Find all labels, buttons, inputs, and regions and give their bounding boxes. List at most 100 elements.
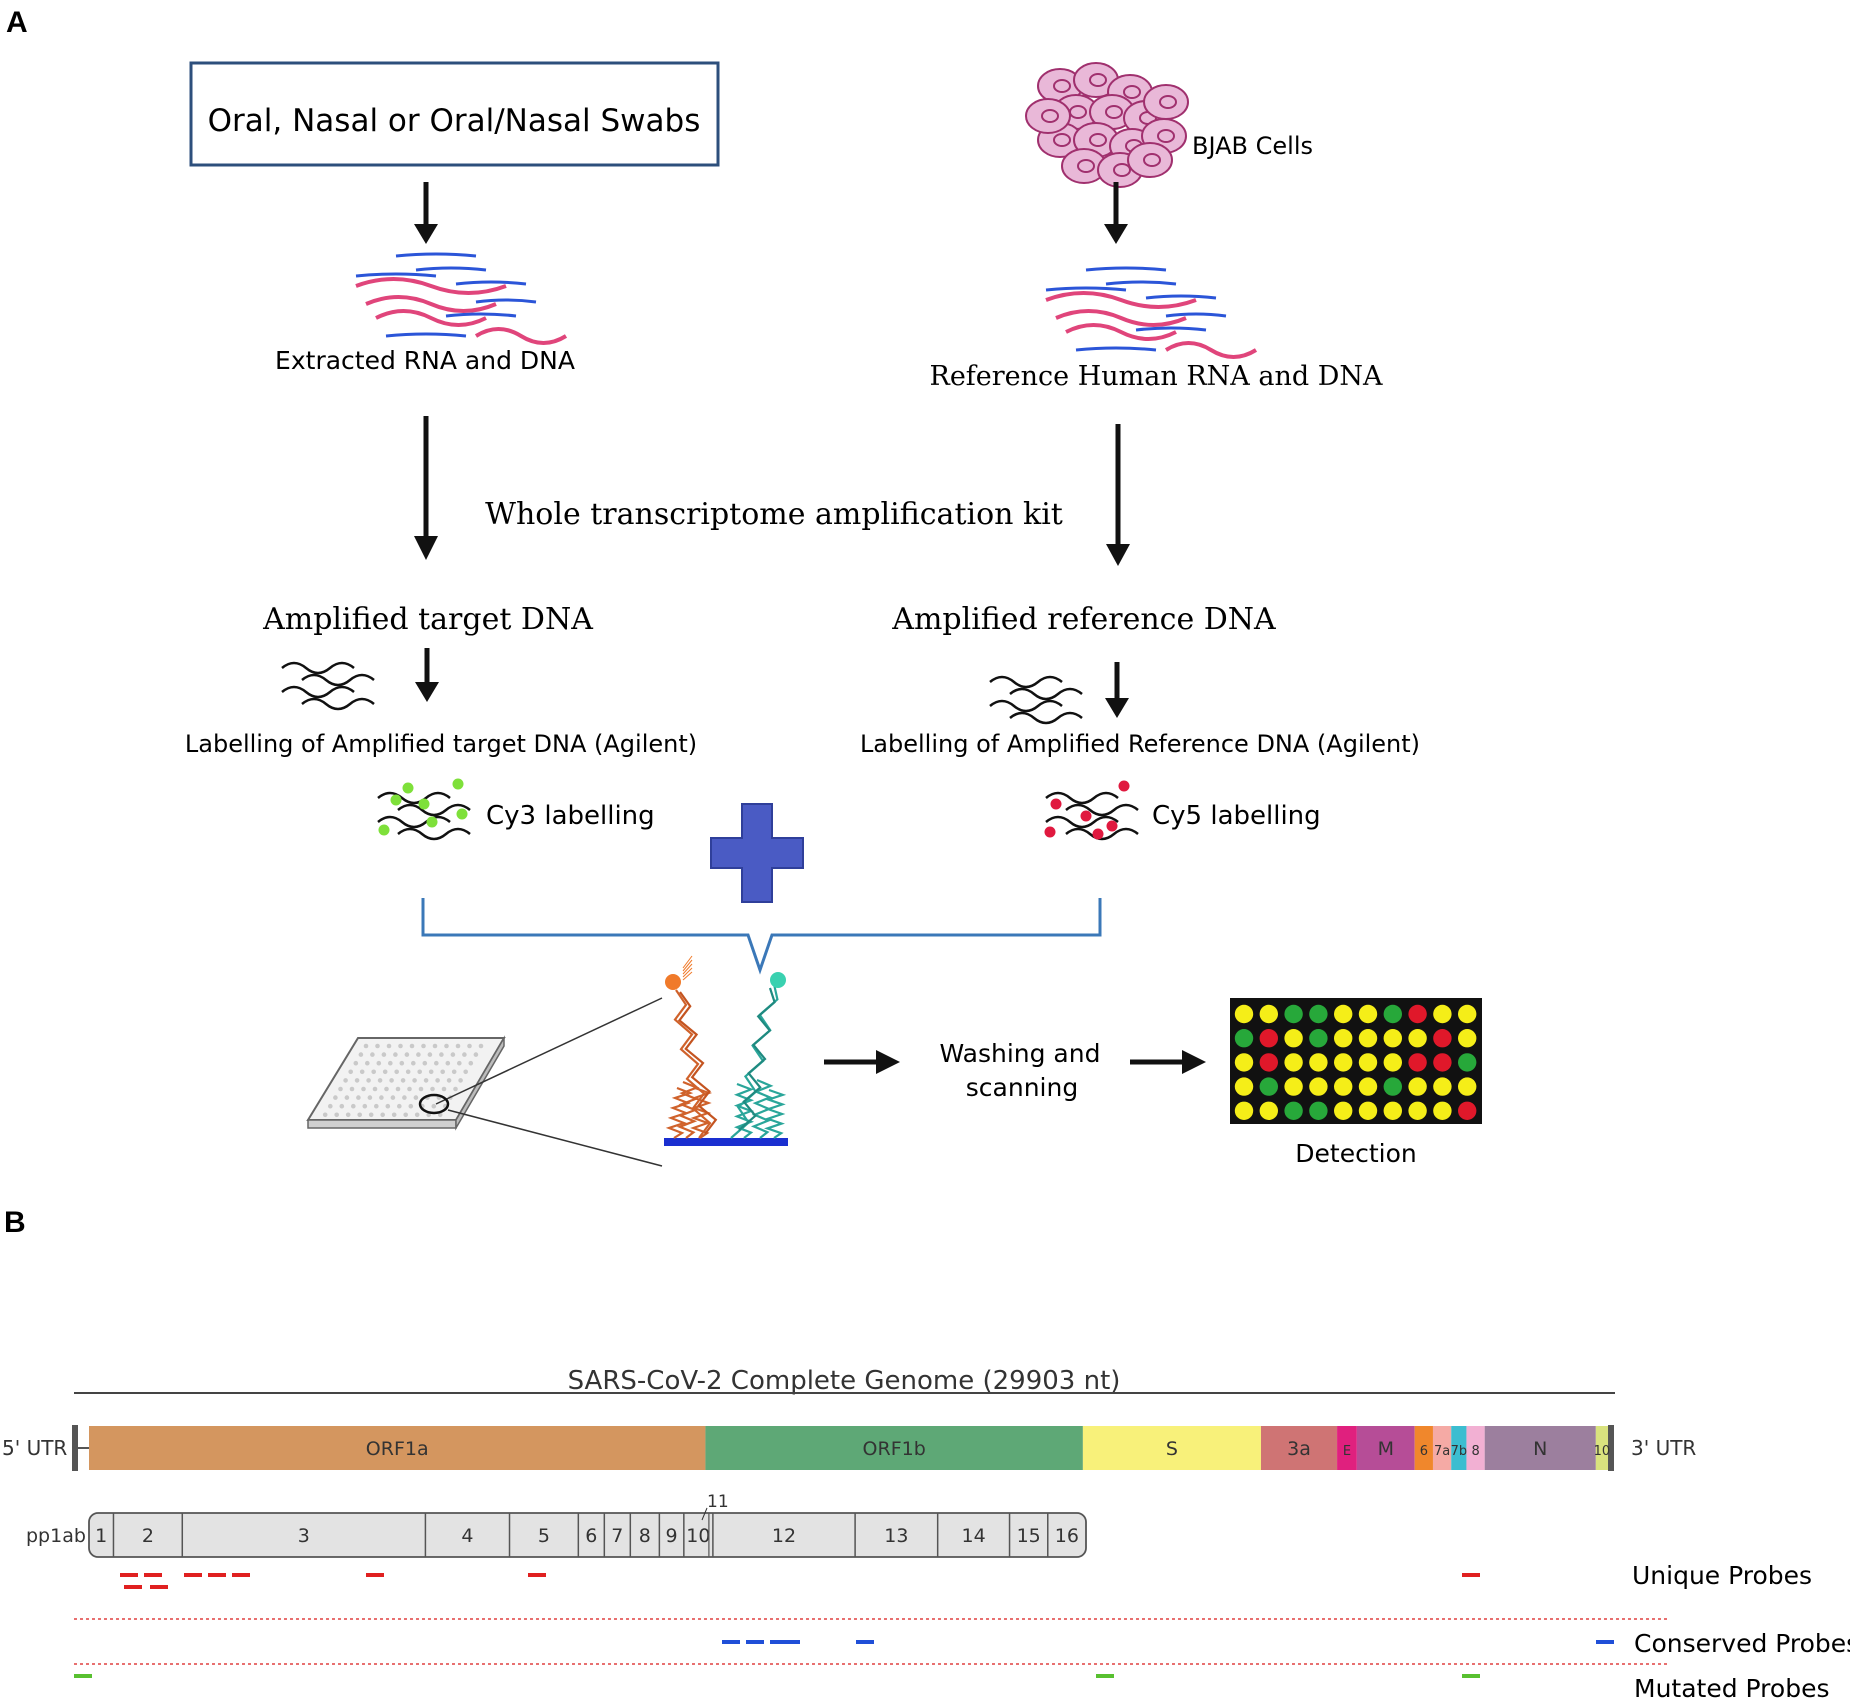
helix-strand bbox=[677, 991, 718, 1135]
array-spot-yellow bbox=[1358, 1053, 1378, 1072]
gene-6 bbox=[1414, 1426, 1433, 1470]
array-spot-green bbox=[1259, 1077, 1279, 1096]
slide-spot bbox=[468, 1060, 474, 1066]
slide-spot bbox=[408, 1103, 414, 1109]
slide-spot bbox=[451, 1069, 457, 1075]
slide-spot bbox=[361, 1086, 366, 1092]
slide-spot bbox=[351, 1103, 356, 1109]
gene-ORF1a bbox=[89, 1426, 706, 1470]
array-spot-yellow bbox=[1284, 1077, 1303, 1096]
labelling-target-label: Labelling of Amplified target DNA (Agile… bbox=[185, 730, 697, 758]
slide-spot bbox=[386, 1043, 392, 1049]
nsp-label-14: 14 bbox=[962, 1525, 986, 1547]
slide-spot bbox=[405, 1069, 411, 1075]
array-spot-yellow bbox=[1234, 1004, 1254, 1024]
gene-7b bbox=[1451, 1426, 1467, 1470]
slide-spot bbox=[404, 1052, 410, 1057]
slide-spot bbox=[334, 1112, 340, 1118]
slide-spot bbox=[441, 1086, 447, 1092]
nsp-label-16: 16 bbox=[1055, 1525, 1079, 1547]
slide-spot bbox=[430, 1086, 435, 1092]
arrow-to-washing bbox=[824, 1050, 900, 1074]
dna-strand bbox=[395, 252, 477, 258]
conserved-probes-label: Conserved Probes bbox=[1634, 1629, 1850, 1658]
nsp-label-3: 3 bbox=[298, 1525, 310, 1547]
dna-strand bbox=[355, 272, 437, 278]
dna-wave bbox=[377, 815, 451, 829]
cell-nucleus bbox=[1157, 129, 1175, 143]
array-spot-yellow bbox=[1358, 1101, 1378, 1121]
slide-spot bbox=[478, 1043, 484, 1049]
rna-strand bbox=[1055, 309, 1187, 327]
pp1ab-label: pp1ab bbox=[26, 1525, 86, 1547]
slide-spot bbox=[322, 1112, 328, 1118]
glow-ray bbox=[682, 963, 693, 975]
slide-spot bbox=[357, 1112, 363, 1118]
nsp-label-1: 1 bbox=[95, 1525, 107, 1547]
slide-spot bbox=[463, 1069, 469, 1075]
dye-dot bbox=[1080, 810, 1092, 822]
mutated-probes-label: Mutated Probes bbox=[1634, 1674, 1829, 1703]
slide-spot bbox=[450, 1052, 456, 1057]
slide-spot bbox=[458, 1078, 463, 1083]
rna-dna-strands-icon-left bbox=[355, 252, 568, 345]
glow-ray bbox=[682, 971, 693, 981]
cell-nucleus bbox=[1089, 133, 1107, 147]
conserved-probes-row bbox=[722, 1640, 1614, 1644]
gene-E bbox=[1337, 1426, 1357, 1470]
slide-spot bbox=[390, 1095, 396, 1100]
slide-spot bbox=[391, 1112, 397, 1118]
slide-spot bbox=[413, 1095, 419, 1100]
slide-spot bbox=[432, 1043, 438, 1049]
dna-wave bbox=[377, 791, 451, 805]
array-spot-green bbox=[1383, 1004, 1403, 1024]
cell-nucleus bbox=[1113, 163, 1131, 177]
slide-spot bbox=[446, 1078, 452, 1083]
slide-spot bbox=[371, 1069, 377, 1075]
cy5-label: Cy5 labelling bbox=[1152, 801, 1321, 831]
slide-spot bbox=[345, 1112, 351, 1118]
slide-spot bbox=[377, 1078, 383, 1083]
gene-label-S: S bbox=[1166, 1438, 1178, 1460]
array-spot-red bbox=[1259, 1029, 1279, 1048]
gene-M bbox=[1356, 1426, 1415, 1470]
array-spot-green bbox=[1309, 1029, 1328, 1048]
nsp-label-15: 15 bbox=[1017, 1525, 1041, 1547]
unique-probe bbox=[1462, 1573, 1480, 1577]
array-spot-yellow bbox=[1458, 1029, 1477, 1048]
array-spot-yellow bbox=[1234, 1077, 1254, 1096]
cy5-labelled-dna-icon bbox=[1044, 780, 1139, 841]
unique-probe bbox=[120, 1573, 138, 1577]
cell-shape bbox=[1127, 142, 1173, 178]
gene-label-8: 8 bbox=[1471, 1444, 1479, 1459]
unique-probe bbox=[208, 1573, 226, 1577]
cy3-label: Cy3 labelling bbox=[486, 801, 655, 831]
slide-spot bbox=[368, 1112, 374, 1118]
slide-spot bbox=[379, 1095, 384, 1100]
washing-label-line2: scanning bbox=[966, 1073, 1078, 1102]
slide-spot bbox=[376, 1060, 382, 1066]
array-spot-green bbox=[1284, 1101, 1303, 1121]
array-spot-green bbox=[1383, 1077, 1403, 1096]
nsp-label-8: 8 bbox=[639, 1525, 651, 1547]
slide-spot bbox=[427, 1052, 433, 1057]
slide-spot bbox=[397, 1103, 402, 1109]
panel-b-label: B bbox=[4, 1206, 26, 1239]
dye-dot bbox=[418, 798, 430, 810]
arrow-amplified-to-labelling-left bbox=[415, 648, 439, 702]
dye-dot bbox=[390, 794, 402, 806]
slide-spot bbox=[362, 1103, 368, 1109]
unique-probes-row bbox=[120, 1573, 1480, 1589]
cy3-labelled-dna-icon bbox=[377, 778, 471, 841]
array-spot-yellow bbox=[1334, 1029, 1353, 1048]
mutated-probes-row bbox=[74, 1674, 1480, 1678]
dye-dot bbox=[1050, 798, 1062, 810]
amplified-target-label: Amplified target DNA bbox=[262, 602, 593, 637]
slide-spot bbox=[381, 1052, 387, 1057]
cell-nucleus bbox=[1089, 73, 1107, 87]
slide-spot bbox=[416, 1052, 421, 1057]
gene-3a bbox=[1260, 1426, 1338, 1470]
slide-spot bbox=[367, 1095, 373, 1100]
rna-strand bbox=[355, 277, 507, 295]
